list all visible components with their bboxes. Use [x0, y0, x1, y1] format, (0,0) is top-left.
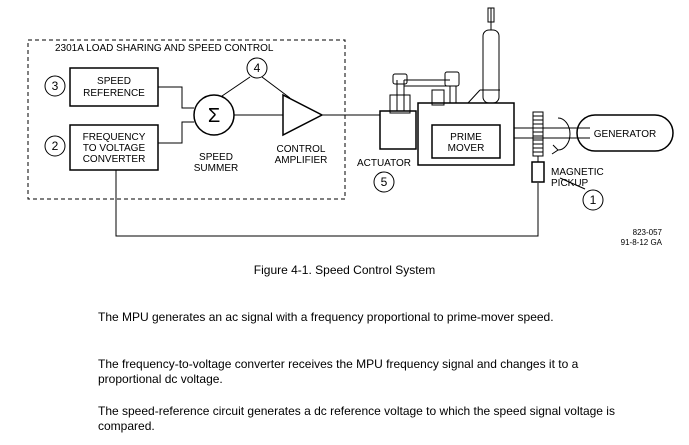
paragraph: The MPU generates an ac signal with a fr…: [98, 310, 554, 324]
actuator-body: [379, 110, 417, 150]
callout-number: 4: [254, 61, 261, 75]
fvc-label: FREQUENCY: [83, 132, 146, 143]
actuator-label: ACTUATOR: [357, 158, 411, 169]
control-amplifier-label: CONTROL: [277, 144, 326, 155]
drawing-number: 823-057: [633, 228, 663, 237]
summer-symbol: Σ: [208, 105, 220, 127]
speed-control-diagram: 2301A LOAD SHARING AND SPEED CONTROL SPE…: [27, 7, 674, 247]
magnetic-pickup: [531, 161, 545, 183]
speed-reference-label: SPEED: [97, 76, 131, 87]
speed-reference-box: [69, 67, 159, 107]
callout-number: 2: [52, 139, 59, 153]
callout-number: 5: [381, 175, 388, 189]
amplifier-triangle: [282, 93, 324, 137]
speed-reference-label: REFERENCE: [83, 88, 145, 99]
drawing-date: 91-8-12 GA: [621, 238, 663, 247]
fvc-box: [69, 124, 159, 171]
load-sharing-box: [27, 39, 346, 200]
generator-label: GENERATOR: [594, 129, 656, 140]
box-title: 2301A LOAD SHARING AND SPEED CONTROL: [55, 43, 274, 54]
paragraph: The frequency-to-voltage converter recei…: [98, 357, 579, 386]
figure-caption: Figure 4-1. Speed Control System: [253, 263, 436, 277]
speed-summer-label: SPEED: [199, 152, 233, 163]
callout-number: 3: [52, 79, 59, 93]
control-amplifier-label: AMPLIFIER: [275, 155, 328, 166]
magnetic-pickup-label: MAGNETIC: [551, 167, 604, 178]
gear: [532, 111, 544, 157]
prime-mover-label: MOVER: [448, 143, 485, 154]
magnetic-pickup-label: PICKUP: [551, 178, 589, 189]
speed-summer-label: SUMMER: [194, 163, 238, 174]
paragraph: The speed-reference circuit generates a …: [98, 404, 615, 433]
generator-body: [576, 114, 674, 152]
callout-number: 1: [590, 193, 597, 207]
prime-mover-body: [417, 102, 515, 166]
fvc-label: CONVERTER: [83, 154, 146, 165]
prime-mover-label: PRIME: [450, 132, 482, 143]
fvc-label: TO VOLTAGE: [83, 143, 146, 154]
